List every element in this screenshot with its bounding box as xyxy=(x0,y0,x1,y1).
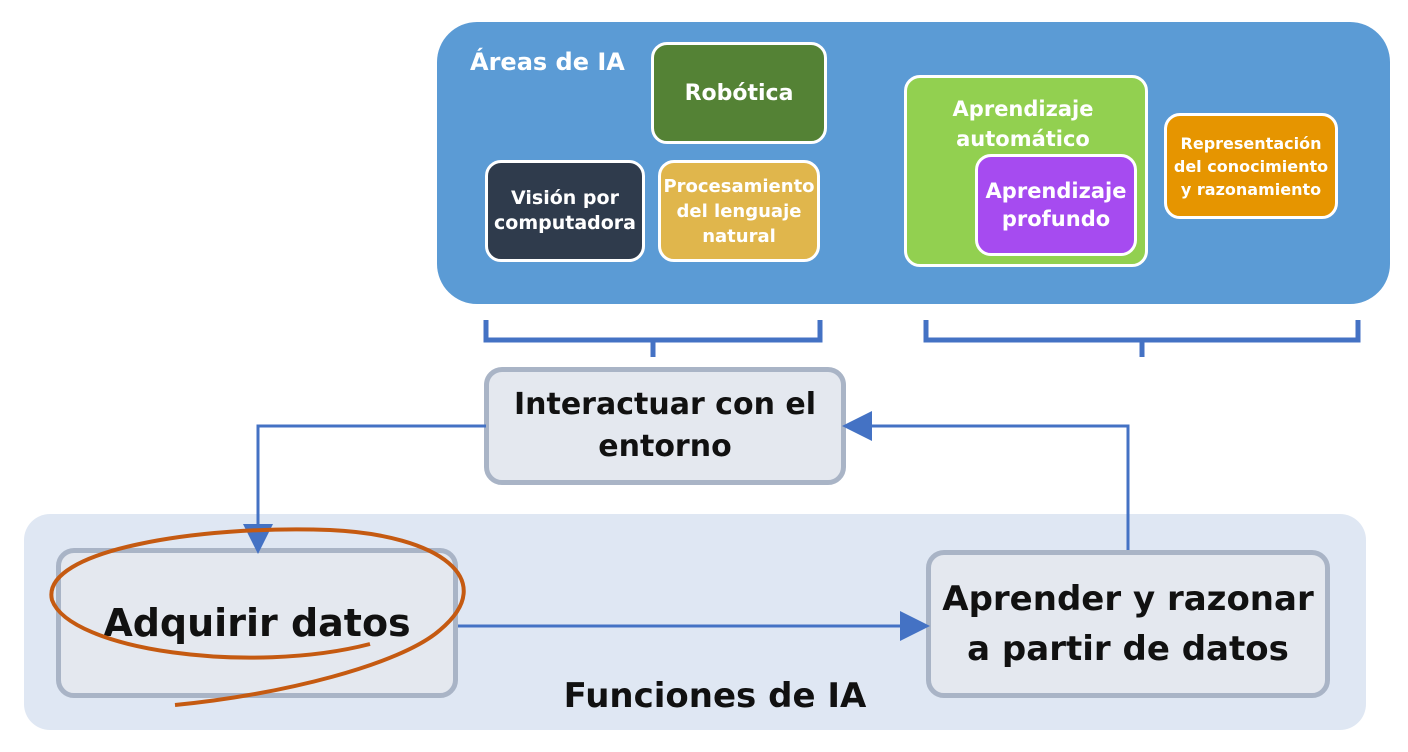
areas-title: Áreas de IA xyxy=(470,48,625,76)
arrow-learn-to-interact xyxy=(842,411,1130,550)
bracket-left xyxy=(483,320,823,357)
box-deep-learning: Aprendizaje profundo xyxy=(975,154,1137,256)
box-robotica: Robótica xyxy=(651,42,827,144)
arrow-interact-to-acquire xyxy=(243,424,486,554)
ml-label: Aprendizaje automático xyxy=(952,97,1094,151)
box-interact: Interactuar con el entorno xyxy=(484,367,846,485)
box-knowledge-representation: Representación del conocimiento y razona… xyxy=(1164,113,1338,219)
box-pln: Procesamiento del lenguaje natural xyxy=(658,160,820,262)
highlight-ellipse-icon xyxy=(49,527,466,707)
box-learn: Aprender y razonar a partir de datos xyxy=(926,550,1330,698)
bracket-right xyxy=(923,320,1361,357)
functions-title: Funciones de IA xyxy=(563,676,867,716)
box-vision: Visión por computadora xyxy=(485,160,645,262)
